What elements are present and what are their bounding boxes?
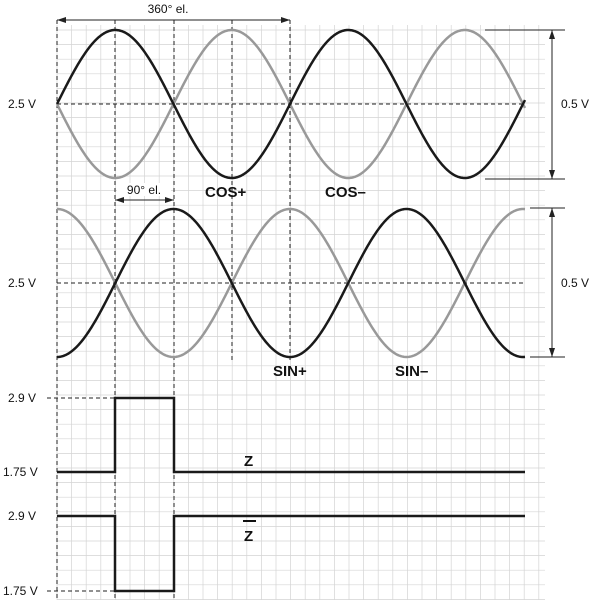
quarter-dimension <box>115 197 174 203</box>
quarter-label: 90° el. <box>127 183 161 197</box>
cos-plus-label: COS+ <box>205 184 247 201</box>
zbar-waveform <box>57 514 525 593</box>
sin-amplitude-label: 0.5 V <box>561 276 589 290</box>
sin-minus-label: SIN– <box>395 363 428 380</box>
period-dimension <box>57 17 290 23</box>
zbar-label: Z <box>244 528 253 545</box>
z-low-label: 1.75 V <box>3 465 38 479</box>
cos-level-label: 2.5 V <box>8 97 36 111</box>
cos-minus-label: COS– <box>325 184 366 201</box>
cos-minus-waveform <box>55 28 527 180</box>
period-label: 360° el. <box>148 2 189 16</box>
background-grid <box>56 25 545 600</box>
zbar-low-label: 1.75 V <box>3 584 38 598</box>
z-waveform <box>57 396 525 474</box>
z-label: Z <box>244 453 253 470</box>
sin-plus-label: SIN+ <box>273 363 307 380</box>
cos-plus-waveform <box>55 28 527 180</box>
cos-amplitude-label: 0.5 V <box>561 97 589 111</box>
sin-minus-waveform <box>56 207 526 359</box>
z-high-label: 2.9 V <box>8 391 36 405</box>
sin-level-label: 2.5 V <box>8 276 36 290</box>
sin-plus-waveform <box>56 207 526 359</box>
sin-amplitude-dimension <box>530 207 565 358</box>
zbar-high-label: 2.9 V <box>8 509 36 523</box>
cos-amplitude-dimension <box>485 29 565 180</box>
